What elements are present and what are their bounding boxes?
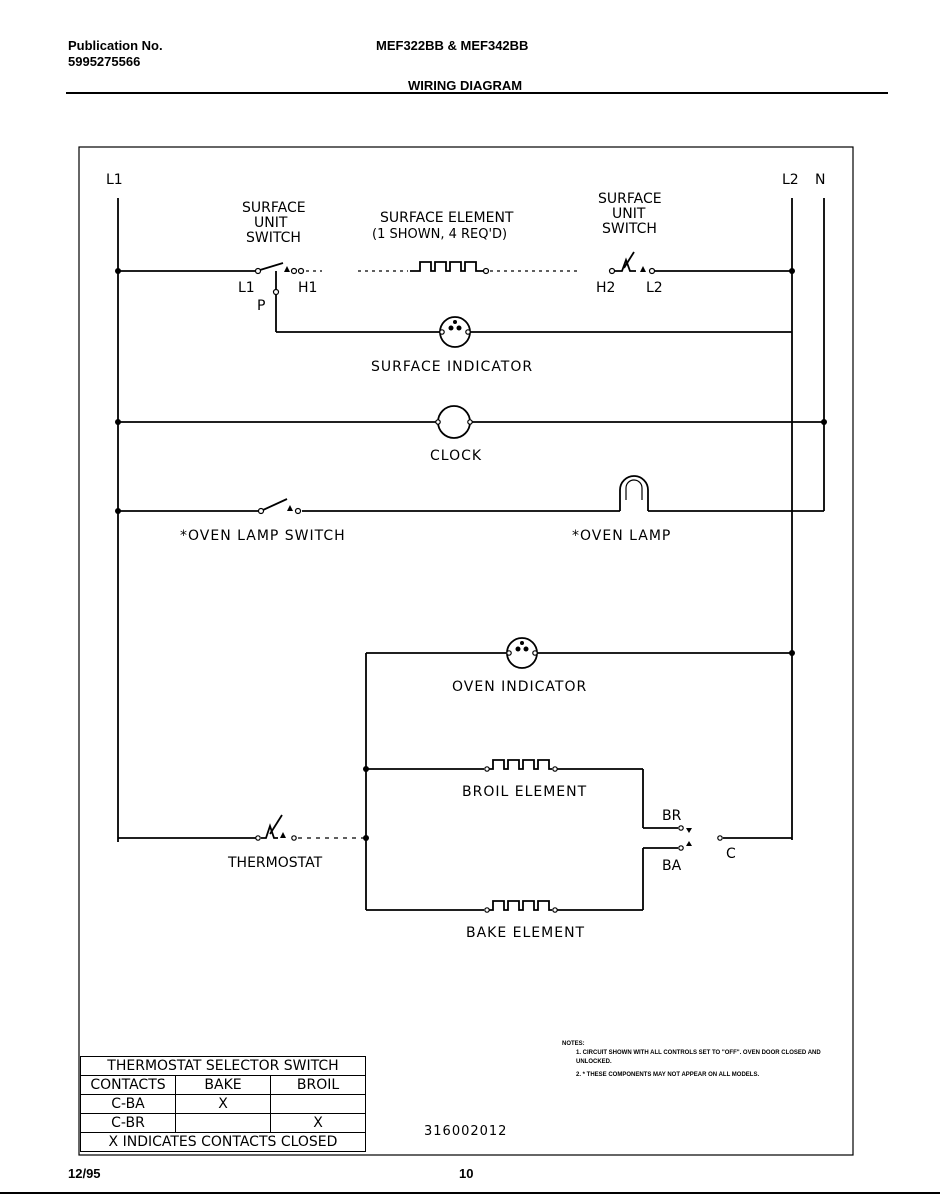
selector-row-broil: X bbox=[270, 1113, 366, 1133]
contact-br-label: BR bbox=[662, 808, 682, 824]
surface-switch-blade bbox=[259, 262, 284, 271]
selector-header-broil: BROIL bbox=[270, 1075, 366, 1095]
clock-motor bbox=[437, 405, 471, 439]
terminal-l1-label: L1 bbox=[238, 280, 255, 296]
surface-switch-right-arrow bbox=[623, 251, 635, 269]
surface-switch-left-label-3: SWITCH bbox=[246, 230, 301, 246]
oven-lamp-switch-terminal-1 bbox=[257, 507, 265, 515]
surface-switch-right-label-2: UNIT bbox=[612, 206, 646, 222]
clock-label: CLOCK bbox=[430, 448, 482, 464]
surface-element-heater bbox=[410, 261, 484, 272]
l1-junction-lamp bbox=[115, 508, 121, 514]
line-l2-label: L2 bbox=[782, 172, 799, 188]
oven-lamp-switch-terminal-2 bbox=[294, 507, 302, 515]
selector-row-broil bbox=[270, 1094, 366, 1114]
selector-header-bake: BAKE bbox=[175, 1075, 271, 1095]
contact-ba-label: BA bbox=[662, 858, 682, 874]
surface-switch-left-label-1: SURFACE bbox=[242, 200, 306, 216]
surface-switch-right-label-1: SURFACE bbox=[598, 191, 662, 207]
selector-row-bake: X bbox=[175, 1094, 271, 1114]
l1-junction-clock bbox=[115, 419, 121, 425]
surface-element-label: SURFACE ELEMENT bbox=[380, 210, 514, 226]
footer-page-number: 10 bbox=[459, 1166, 474, 1181]
surface-switch-right-bimetal bbox=[614, 257, 636, 272]
footer-date: 12/95 bbox=[68, 1166, 101, 1181]
publication-number: 5995275566 bbox=[68, 54, 141, 69]
oven-lamp-switch-label: *OVEN LAMP SWITCH bbox=[180, 528, 346, 544]
broil-element-label: BROIL ELEMENT bbox=[462, 784, 587, 800]
page-title: WIRING DIAGRAM bbox=[408, 78, 523, 93]
bake-element-label: BAKE ELEMENT bbox=[466, 925, 585, 941]
model-numbers: MEF322BB & MEF342BB bbox=[376, 38, 529, 53]
header-rule bbox=[66, 92, 888, 94]
oven-lamp-switch-blade bbox=[262, 498, 288, 511]
notes-heading: NOTES: bbox=[562, 1041, 585, 1047]
terminal-p-label: P bbox=[257, 298, 265, 314]
selector-table-title: THERMOSTAT SELECTOR SWITCH bbox=[80, 1056, 366, 1076]
oven-lamp-filament bbox=[625, 479, 643, 500]
selector-row-contact: C-BA bbox=[80, 1094, 176, 1114]
thermostat-bimetal bbox=[261, 823, 278, 839]
broil-element-heater bbox=[489, 759, 552, 770]
terminal-h2-label: H2 bbox=[596, 280, 615, 296]
neutral-label: N bbox=[815, 172, 825, 188]
surface-element-terminal bbox=[482, 267, 490, 275]
thermostat-label: THERMOSTAT bbox=[227, 855, 323, 871]
selector-row-contact: C-BR bbox=[80, 1113, 176, 1133]
bake-element-heater bbox=[489, 900, 552, 911]
l2-junction-oven bbox=[789, 650, 795, 656]
footer-rule bbox=[0, 1192, 940, 1194]
line-l1-label: L1 bbox=[106, 172, 123, 188]
switch-terminal-l1 bbox=[254, 267, 262, 275]
note-item: 2. * THESE COMPONENTS MAY NOT APPEAR ON … bbox=[576, 1072, 760, 1078]
contact-c-label: C bbox=[726, 846, 736, 862]
l1-junction-surface bbox=[115, 268, 121, 274]
thermostat-selector-table: THERMOSTAT SELECTOR SWITCH CONTACTS BAKE… bbox=[80, 1056, 366, 1152]
selector-row-bake bbox=[175, 1113, 271, 1133]
diagram-border bbox=[78, 146, 854, 1156]
diagram-part-number: 316002012 bbox=[424, 1124, 508, 1139]
notes-block: NOTES: 1. CIRCUIT SHOWN WITH ALL CONTROL… bbox=[562, 1040, 852, 1080]
selector-header-contacts: CONTACTS bbox=[80, 1075, 176, 1095]
terminal-l2-label: L2 bbox=[646, 280, 663, 296]
surface-indicator-label: SURFACE INDICATOR bbox=[371, 359, 533, 375]
switch-contact-arrow bbox=[284, 266, 290, 272]
switch-terminal-l2 bbox=[648, 267, 656, 275]
switch-terminal-h2 bbox=[608, 267, 616, 275]
surface-element-sublabel: (1 SHOWN, 4 REQ'D) bbox=[372, 227, 507, 242]
oven-lamp-label: *OVEN LAMP bbox=[572, 528, 671, 544]
publication-label: Publication No. bbox=[68, 38, 163, 53]
oven-lamp-bulb bbox=[619, 475, 649, 511]
l2-junction-surface bbox=[789, 268, 795, 274]
switch-terminal-h1b bbox=[297, 267, 305, 275]
switch-right-contact-arrow bbox=[640, 266, 646, 272]
note-item: 1. CIRCUIT SHOWN WITH ALL CONTROLS SET T… bbox=[576, 1050, 821, 1065]
switch-terminal-p bbox=[272, 288, 280, 296]
surface-switch-right-label-3: SWITCH bbox=[602, 221, 657, 237]
oven-indicator-label: OVEN INDICATOR bbox=[452, 679, 587, 695]
terminal-h1-label: H1 bbox=[298, 280, 317, 296]
surface-switch-left-label-2: UNIT bbox=[254, 215, 288, 231]
switch-terminal-h1 bbox=[290, 267, 298, 275]
selector-table-footer: X INDICATES CONTACTS CLOSED bbox=[80, 1132, 366, 1152]
